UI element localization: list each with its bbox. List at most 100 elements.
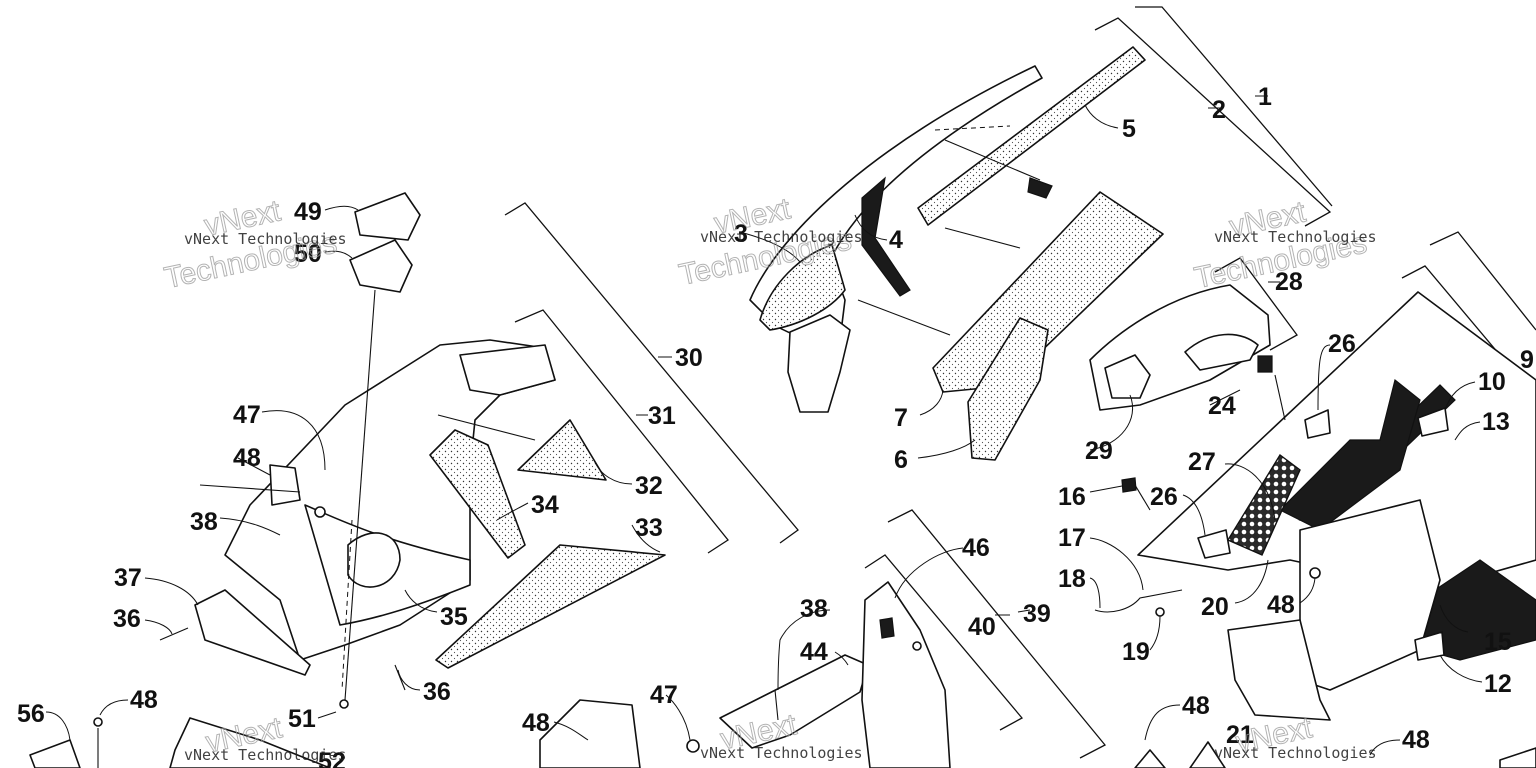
- callout-7: 7: [894, 404, 908, 432]
- foam-strip-5: [917, 46, 1146, 226]
- callout-36b: 36: [423, 678, 451, 706]
- callout-40: 40: [968, 613, 996, 641]
- callout-17: 17: [1058, 524, 1086, 552]
- callout-36a: 36: [113, 605, 141, 633]
- clip-21: [1189, 741, 1226, 768]
- watermark-small-4: vNext Technologies: [184, 746, 347, 764]
- bracket-1: [1135, 6, 1333, 207]
- callout-29: 29: [1085, 437, 1113, 465]
- callout-51: 51: [288, 705, 316, 733]
- bracket-47: [539, 699, 641, 768]
- cap-10: [1417, 407, 1449, 437]
- callout-48d: 48: [1267, 591, 1295, 619]
- bracket-39: [887, 509, 1107, 759]
- bracket-31: [514, 309, 729, 554]
- clip-24: [1257, 355, 1273, 373]
- callout-10: 10: [1478, 368, 1506, 396]
- bracket-40: [864, 554, 1024, 731]
- clip-16: [1121, 477, 1137, 493]
- lower-edge-parts: [29, 717, 1536, 768]
- leader-lines: [45, 95, 1483, 756]
- watermark-small-5: vNext Technologies: [700, 744, 863, 762]
- callout-52: 52: [318, 748, 346, 768]
- right-hood-assembly: [1089, 284, 1536, 721]
- windshield-assembly: [749, 46, 1164, 461]
- side-vent-panel: [1299, 499, 1441, 691]
- foam-block-7: [932, 191, 1164, 393]
- bracket-48: [269, 464, 301, 506]
- callout-32: 32: [635, 472, 663, 500]
- wire-17: [1094, 589, 1183, 613]
- callout-48a: 48: [233, 444, 261, 472]
- callout-15: 15: [1484, 628, 1512, 656]
- cap-26b: [1304, 409, 1331, 439]
- callout-33: 33: [635, 514, 663, 542]
- callout-5: 5: [1122, 115, 1136, 143]
- callout-26: 26: [1328, 330, 1356, 358]
- callout-34: 34: [531, 491, 559, 519]
- side-panel-39: [861, 581, 951, 768]
- callout-48f: 48: [1402, 726, 1430, 754]
- clip-5: [1027, 177, 1053, 199]
- callout-12: 12: [1484, 670, 1512, 698]
- callout-44: 44: [800, 638, 828, 666]
- callout-26b: 26: [1150, 483, 1178, 511]
- trim-piece-44: [719, 654, 869, 749]
- callout-21: 21: [1226, 721, 1254, 749]
- bracket-30: [504, 202, 799, 544]
- callout-13: 13: [1482, 408, 1510, 436]
- watermark-small-2: vNext Technologies: [700, 228, 863, 246]
- callout-47a: 47: [233, 401, 261, 429]
- cap-12: [1414, 631, 1445, 661]
- foam-strip-34: [429, 429, 526, 559]
- lower-panel-20: [1227, 619, 1331, 721]
- bracket-9: [1429, 231, 1536, 331]
- assembly-brackets: [504, 6, 1536, 759]
- callout-18: 18: [1058, 565, 1086, 593]
- foam-pad-3: [759, 244, 846, 331]
- foam-triangle-32: [517, 419, 607, 481]
- clip-46: [879, 617, 895, 639]
- callout-4: 4: [889, 226, 903, 254]
- callout-56: 56: [17, 700, 45, 728]
- callout-46: 46: [962, 534, 990, 562]
- watermark-small-3: vNext Technologies: [1214, 228, 1377, 246]
- mesh-screen-27: [1226, 453, 1301, 556]
- callout-48b: 48: [130, 686, 158, 714]
- callout-6: 6: [894, 446, 908, 474]
- callout-28: 28: [1275, 268, 1303, 296]
- trim-strip-4: [861, 176, 911, 297]
- callout-24: 24: [1208, 392, 1236, 420]
- watermark-small-6: vNext Technologies: [1214, 744, 1377, 762]
- panel-52: [169, 717, 331, 768]
- panel-lower-right: [1499, 747, 1536, 768]
- clip-48-lower: [1134, 749, 1166, 768]
- foam-strip-33: [435, 544, 666, 669]
- callout-1: 1: [1258, 83, 1272, 111]
- left-side-panel: [224, 339, 556, 661]
- trim-piece-37: [194, 589, 311, 676]
- intake-grille-29: [1104, 354, 1151, 399]
- callout-labels: 1 2 3 4 5 6 7 9 10 12 13 15 16 17 18 19 …: [17, 83, 1534, 768]
- bracket-28: [1214, 257, 1298, 351]
- callout-38b: 38: [800, 595, 828, 623]
- gasket-50: [349, 239, 413, 293]
- left-panel-assembly: [159, 192, 666, 709]
- callout-16: 16: [1058, 483, 1086, 511]
- callout-2: 2: [1212, 96, 1226, 124]
- callout-35: 35: [440, 603, 468, 631]
- callout-47b: 47: [650, 681, 678, 709]
- intake-opening: [1184, 333, 1259, 371]
- hood-decal-graphic: [1278, 378, 1421, 531]
- foam-block-6: [967, 317, 1049, 461]
- callout-50: 50: [294, 240, 322, 268]
- callout-27: 27: [1188, 448, 1216, 476]
- center-lower-parts: [539, 581, 951, 768]
- callout-49: 49: [294, 198, 322, 226]
- callout-3: 3: [734, 220, 748, 248]
- callout-20: 20: [1201, 593, 1229, 621]
- callout-39: 39: [1023, 600, 1051, 628]
- left-panel-vent-opening: [347, 532, 401, 588]
- callout-48e: 48: [1182, 692, 1210, 720]
